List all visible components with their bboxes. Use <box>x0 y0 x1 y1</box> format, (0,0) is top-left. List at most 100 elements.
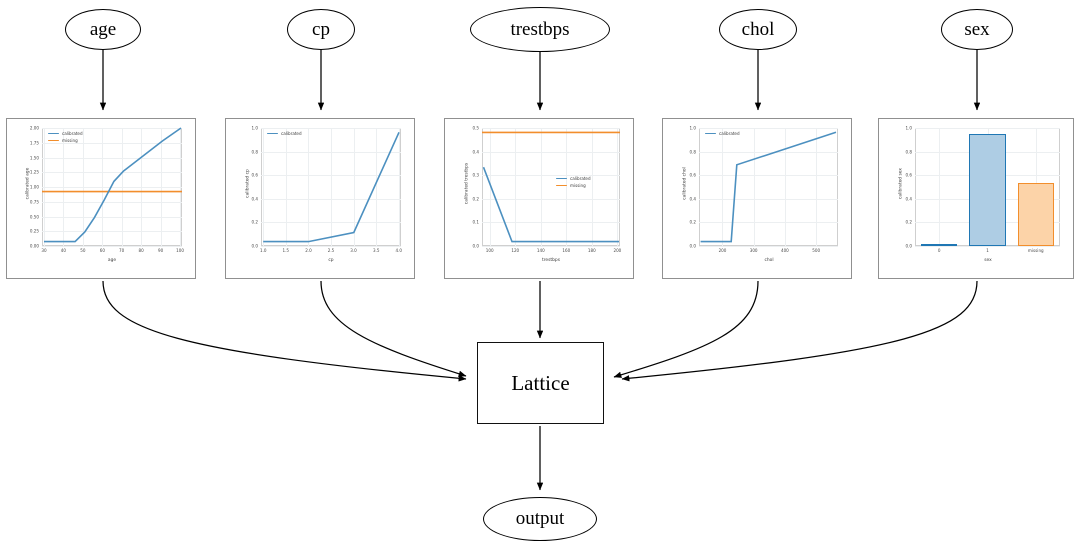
xtick-age-4: 70 <box>119 248 125 253</box>
series-chol <box>700 131 837 243</box>
chart-panel-sex[interactable]: 0.0 0.2 0.4 0.6 0.8 1.0 0 1 missing cali… <box>878 118 1074 279</box>
ytick-chol-2: 0.4 <box>689 196 696 202</box>
xlabel-chol: chol <box>764 258 774 263</box>
legend-age: calibrated missing <box>48 131 83 143</box>
ytick-age-1: 0.25 <box>29 228 39 234</box>
edge-sexplot-to-lattice <box>621 280 978 382</box>
edge-cpplot-to-lattice <box>320 280 467 377</box>
axes-cp: 0.0 0.2 0.4 0.6 0.8 1.0 1.0 1.5 2.0 2.5 … <box>251 126 402 254</box>
xtick-sex-1: 1 <box>986 248 989 253</box>
node-age[interactable]: age <box>65 9 141 50</box>
series-cp <box>263 131 400 243</box>
xlabel-cp: cp <box>328 258 334 263</box>
node-chol[interactable]: chol <box>719 9 797 50</box>
legend-swatch-calibrated <box>48 132 59 135</box>
xtick-age-1: 40 <box>60 248 67 253</box>
xtick-chol-0: 200 <box>718 248 727 253</box>
xtick-age-6: 90 <box>157 248 164 253</box>
ytick-cp-4: 0.8 <box>251 149 258 155</box>
node-sex[interactable]: sex <box>941 9 1013 50</box>
legend-label-calibrated: calibrated <box>570 176 591 181</box>
node-output-label: output <box>515 508 565 529</box>
ytick-age-4: 1.00 <box>29 184 39 190</box>
node-lattice-label: Lattice <box>511 370 570 395</box>
chart-panel-chol[interactable]: 0.0 0.2 0.4 0.6 0.8 1.0 200 300 400 500 … <box>662 118 852 279</box>
xtick-trestbps-0: 100 <box>485 248 494 253</box>
line-chol-calibrated <box>700 131 837 243</box>
legend-swatch-missing <box>556 184 567 187</box>
node-chol-label: chol <box>741 18 775 40</box>
edge-cholplot-to-lattice <box>613 280 759 378</box>
xtick-age-3: 60 <box>99 248 105 253</box>
node-trestbps[interactable]: trestbps <box>470 7 610 52</box>
xtick-sex-2: missing <box>1027 248 1044 253</box>
legend-chol: calibrated <box>705 131 740 136</box>
ylabel-age: calibrated age <box>25 167 31 200</box>
ytick-trestbps-1: 0.1 <box>472 219 479 225</box>
ytick-age-5: 1.25 <box>29 169 39 175</box>
node-cp-label: cp <box>312 18 330 40</box>
ytick-trestbps-0: 0.0 <box>472 243 479 249</box>
xtick-chol-1: 300 <box>749 248 758 253</box>
ytick-cp-3: 0.6 <box>251 172 258 178</box>
chart-panel-trestbps[interactable]: 0.0 0.1 0.2 0.3 0.4 0.5 100 120 140 160 … <box>444 118 634 279</box>
legend-item-missing: missing <box>48 138 83 143</box>
legend-item-missing: missing <box>556 183 591 188</box>
xlabel-age: age <box>107 258 117 263</box>
ytick-sex-4: 0.8 <box>905 149 912 155</box>
axes-sex: 0.0 0.2 0.4 0.6 0.8 1.0 0 1 missing <box>905 126 1060 253</box>
xtick-trestbps-1: 120 <box>511 248 520 253</box>
ytick-chol-0: 0.0 <box>689 243 696 249</box>
legend-item-calibrated: calibrated <box>48 131 83 136</box>
legend-swatch-calibrated <box>267 132 278 135</box>
edge-ageplot-to-lattice <box>102 280 467 382</box>
legend-label-missing: missing <box>570 183 586 188</box>
ytick-chol-4: 0.8 <box>689 149 696 155</box>
node-sex-label: sex <box>964 18 990 40</box>
ytick-sex-1: 0.2 <box>905 219 912 225</box>
chart-panel-cp[interactable]: 0.0 0.2 0.4 0.6 0.8 1.0 1.0 1.5 2.0 2.5 … <box>225 118 415 279</box>
ytick-sex-2: 0.4 <box>905 196 912 202</box>
xtick-cp-3: 2.5 <box>327 248 335 253</box>
ytick-trestbps-4: 0.4 <box>472 149 479 155</box>
legend-label-missing: missing <box>62 138 78 143</box>
ytick-chol-5: 1.0 <box>689 125 696 131</box>
ytick-age-2: 0.50 <box>29 214 39 219</box>
ytick-age-3: 0.75 <box>29 199 39 205</box>
chart-panel-age[interactable]: 0.00 0.25 0.50 0.75 1.00 1.25 1.50 1.75 … <box>6 118 196 279</box>
node-output[interactable]: output <box>483 497 597 541</box>
ytick-cp-1: 0.2 <box>251 219 258 225</box>
ytick-sex-3: 0.6 <box>905 172 912 178</box>
line-age-calibrated <box>44 127 182 243</box>
legend-swatch-calibrated <box>556 177 567 180</box>
legend-item-calibrated: calibrated <box>705 131 740 136</box>
xlabel-trestbps: trestbps <box>541 258 561 263</box>
ytick-age-7: 1.75 <box>29 140 39 146</box>
xtick-cp-0: 1.0 <box>259 248 267 253</box>
xtick-cp-1: 1.5 <box>282 248 290 253</box>
node-age-label: age <box>89 18 117 40</box>
axes-chol: 0.0 0.2 0.4 0.6 0.8 1.0 200 300 400 500 … <box>689 126 838 253</box>
ytick-cp-5: 1.0 <box>251 125 258 131</box>
xtick-cp-2: 2.0 <box>305 248 312 253</box>
node-cp[interactable]: cp <box>287 9 355 50</box>
legend-trestbps: calibrated missing <box>556 176 591 188</box>
node-lattice[interactable]: Lattice <box>477 342 604 424</box>
series-trestbps <box>482 131 620 243</box>
xlabel-sex: sex <box>984 258 992 263</box>
ytick-chol-1: 0.2 <box>689 219 696 225</box>
xtick-trestbps-4: 180 <box>587 248 596 253</box>
ylabel-trestbps: calibrated trestbps <box>464 162 470 205</box>
ytick-cp-0: 0.0 <box>251 243 258 249</box>
xtick-trestbps-2: 140 <box>536 248 545 253</box>
legend-swatch-calibrated <box>705 132 716 135</box>
ytick-sex-0: 0.0 <box>905 243 912 249</box>
legend-item-calibrated: calibrated <box>556 176 591 181</box>
legend-item-calibrated: calibrated <box>267 131 302 136</box>
ytick-trestbps-3: 0.3 <box>472 172 479 178</box>
legend-cp: calibrated <box>267 131 302 136</box>
ylabel-cp: calibrated cp <box>245 169 251 198</box>
ytick-age-8: 2.00 <box>29 125 39 131</box>
xtick-cp-4: 3.0 <box>350 248 357 253</box>
